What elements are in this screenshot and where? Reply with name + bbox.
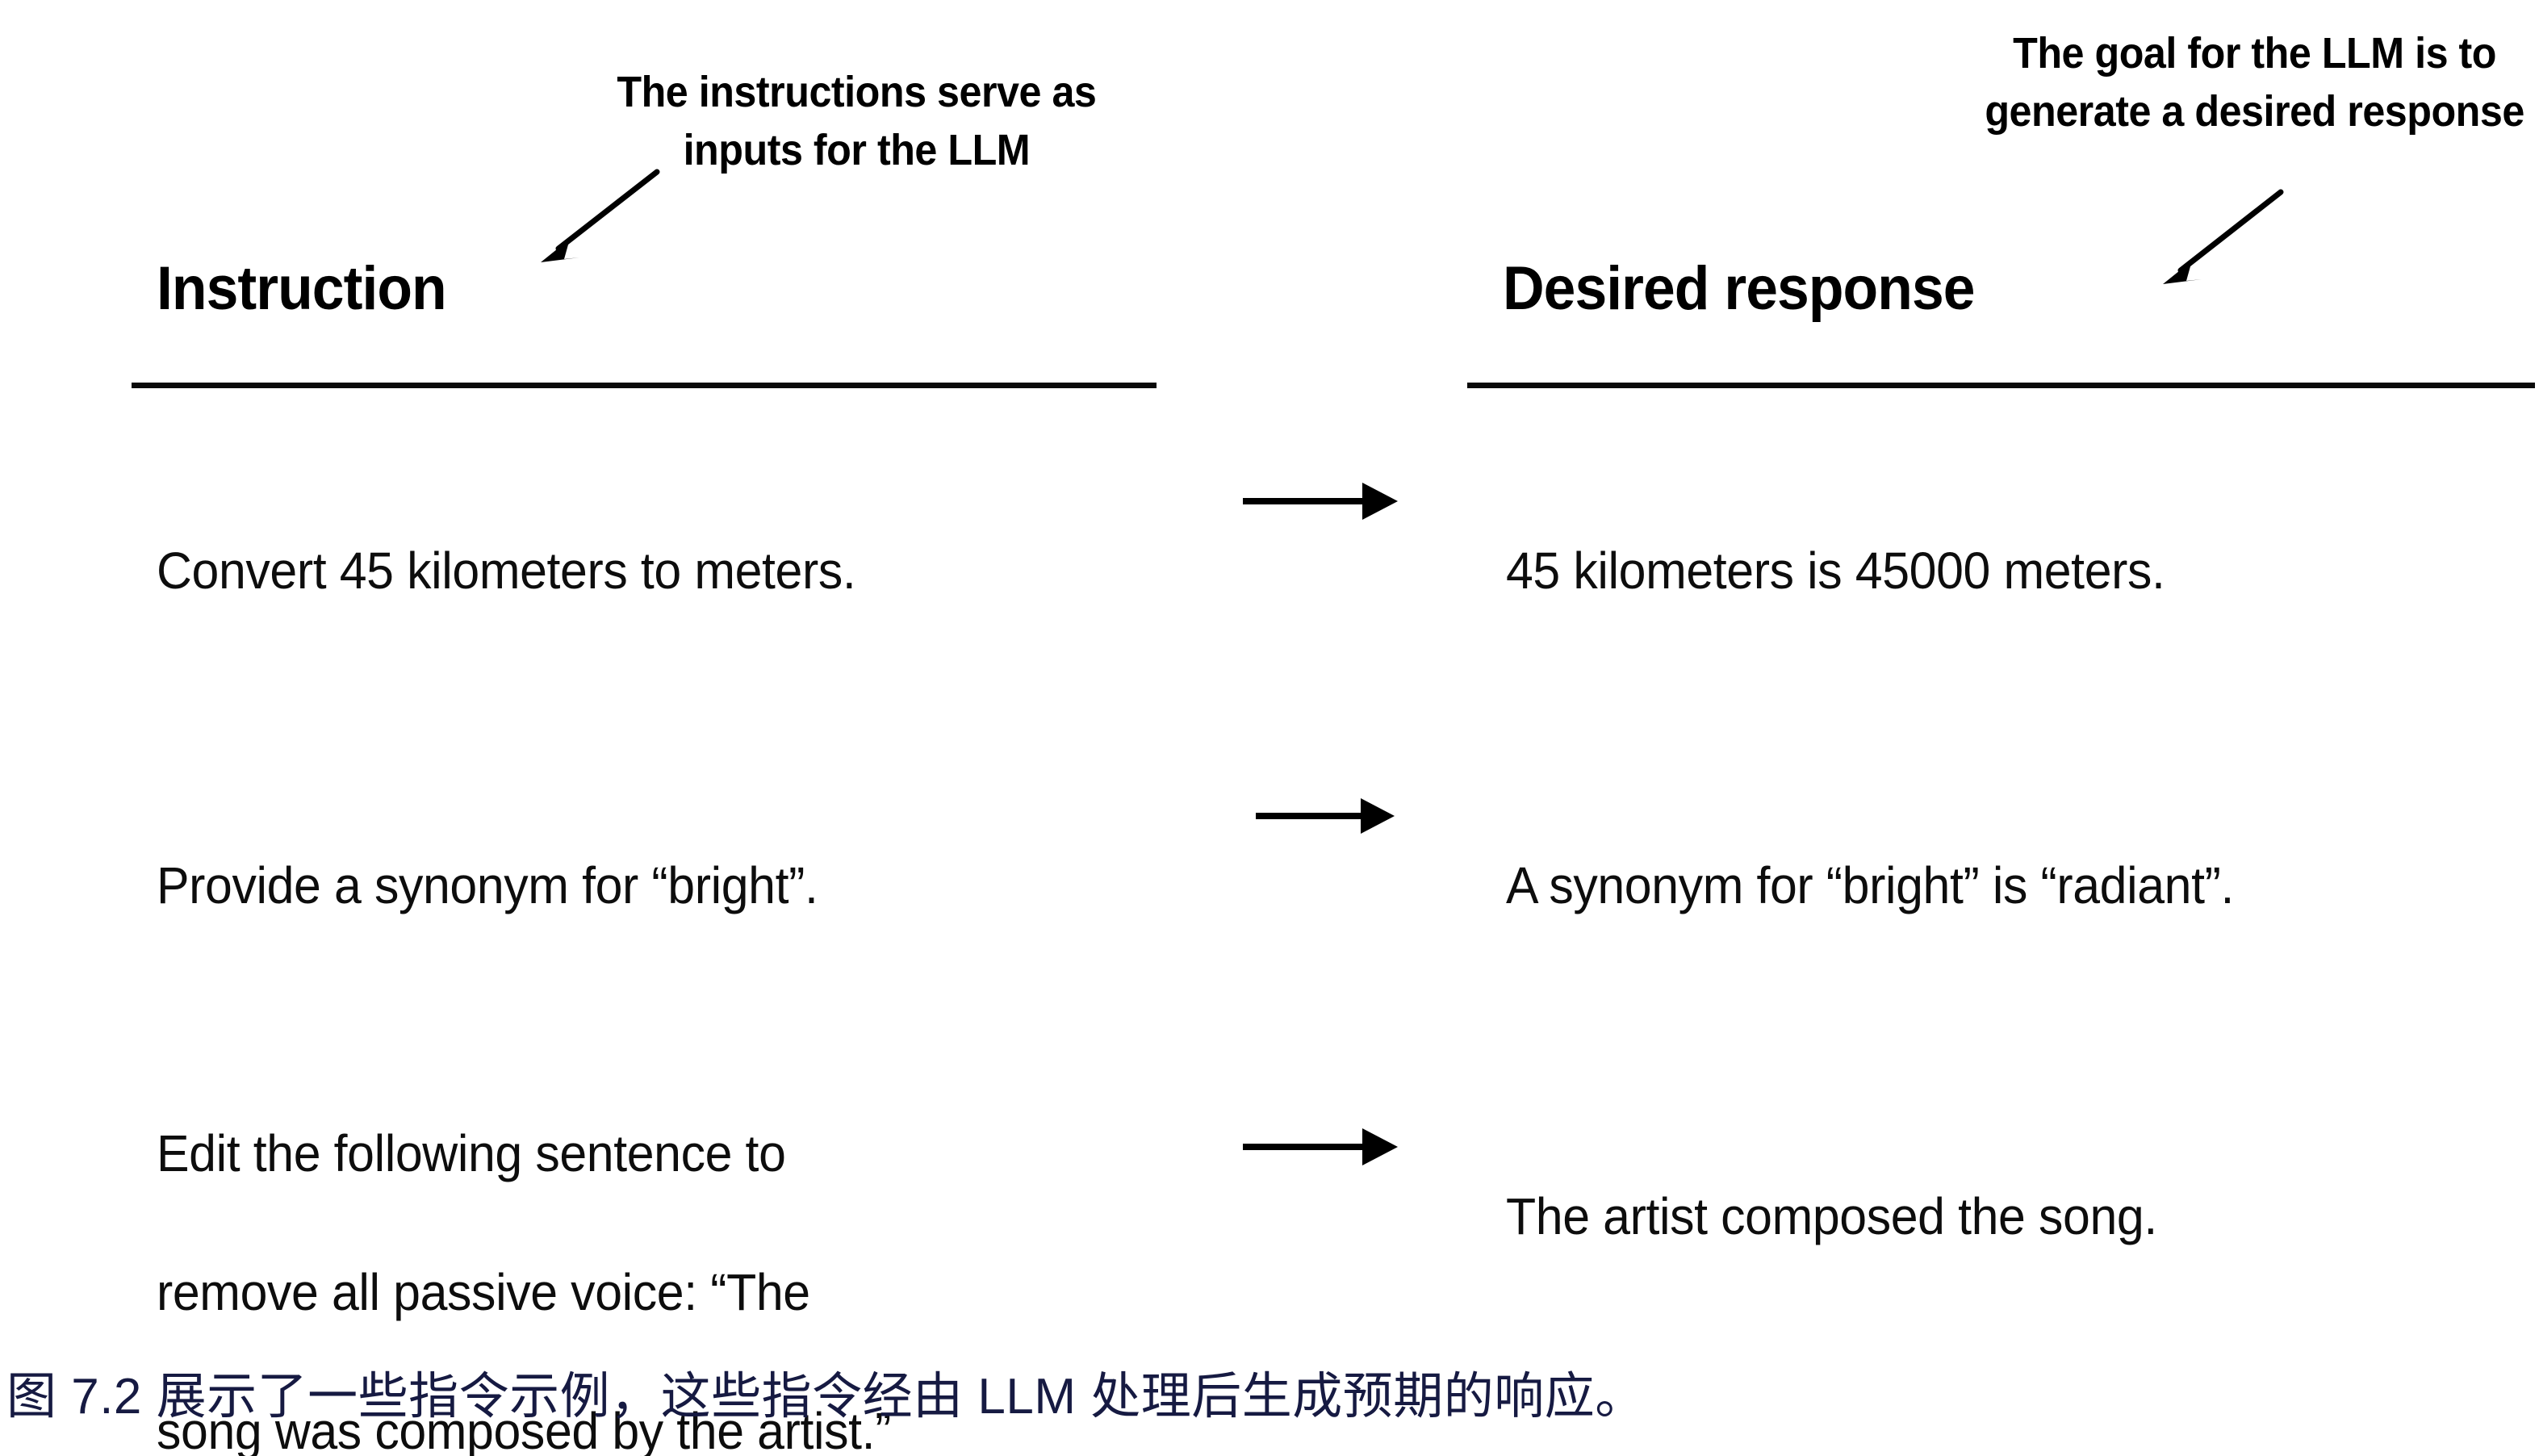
- response-line: A synonym for “bright” is “radiant”.: [1506, 856, 2235, 914]
- response-callout-arrow-icon: [2163, 189, 2284, 284]
- response-line: The artist composed the song.: [1506, 1187, 2157, 1245]
- response-callout-line-2: generate a desired response: [1985, 87, 2524, 136]
- table-row-response-cell: The artist composed the song.: [1506, 1112, 2157, 1320]
- response-callout-line-1: The goal for the LLM is to: [2013, 29, 2497, 77]
- response-line: 45 kilometers is 45000 meters.: [1506, 542, 2165, 600]
- right-arrow-icon: [1243, 483, 1398, 520]
- instruction-line: Convert 45 kilometers to meters.: [157, 542, 856, 600]
- instruction-line: Edit the following sentence to: [157, 1124, 786, 1182]
- column-header-instruction: Instruction: [157, 254, 447, 323]
- instruction-callout-text: The instructions serve as inputs for the…: [617, 63, 1097, 179]
- right-arrow-icon: [1243, 1128, 1398, 1165]
- instruction-line: song was composed by the artist.”: [157, 1402, 892, 1456]
- instruction-line: Provide a synonym for “bright”.: [157, 856, 818, 914]
- instruction-callout-arrow-icon: [541, 169, 660, 262]
- table-row-instruction-cell: Edit the following sentence to remove al…: [157, 1049, 891, 1456]
- column-header-desired-response: Desired response: [1503, 254, 1975, 323]
- column-divider-instruction: [132, 383, 1157, 388]
- instruction-line: remove all passive voice: “The: [157, 1263, 810, 1321]
- table-row-response-cell: 45 kilometers is 45000 meters.: [1506, 467, 2165, 675]
- table-row-instruction-cell: Convert 45 kilometers to meters.: [157, 467, 856, 675]
- column-divider-desired-response: [1467, 383, 2535, 388]
- table-row-response-cell: A synonym for “bright” is “radiant”.: [1506, 781, 2234, 989]
- instruction-callout-line-2: inputs for the LLM: [683, 126, 1031, 174]
- figure-caption: 图 7.2 展示了一些指令示例，这些指令经由 LLM 处理后生成预期的响应。: [6, 1369, 1646, 1425]
- instruction-callout-line-1: The instructions serve as: [617, 68, 1097, 116]
- response-callout-text: The goal for the LLM is to generate a de…: [1985, 24, 2524, 140]
- right-arrow-icon: [1256, 798, 1395, 834]
- table-row-instruction-cell: Provide a synonym for “bright”.: [157, 781, 818, 989]
